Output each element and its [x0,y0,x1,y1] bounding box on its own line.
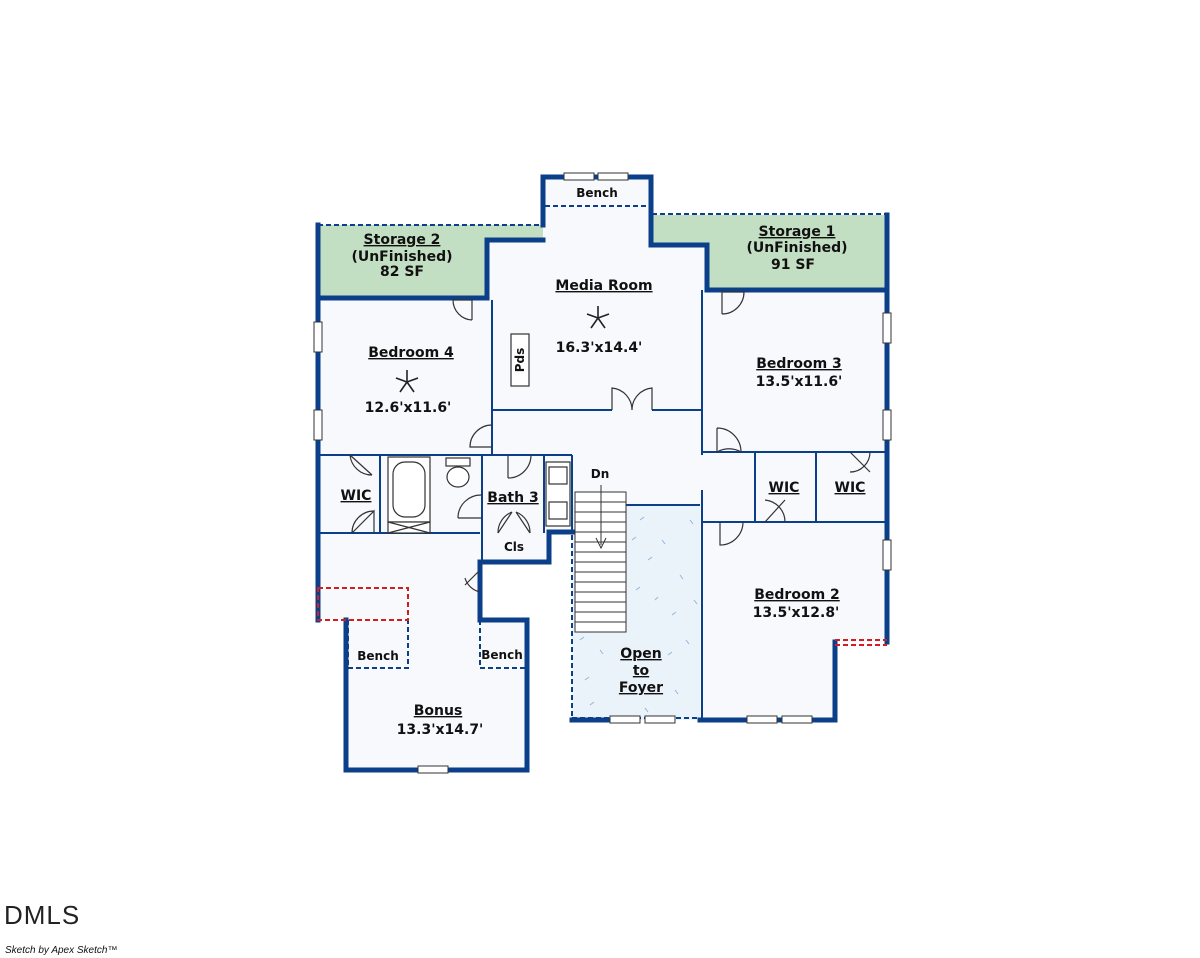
down-label: Dn [591,467,610,481]
windows [313,172,892,774]
bedroom-4-label: Bedroom 4 [368,345,454,361]
wic-mid-label: WIC [769,480,800,496]
media-room-dims: 16.3'x14.4' [556,340,643,356]
dashed-boundaries [317,205,887,719]
foyer-label-2: to [633,663,650,679]
toilet-bowl [446,466,470,488]
wic-right-label: WIC [835,480,866,496]
bedroom-3-label: Bedroom 3 [756,356,842,372]
sink-1 [548,466,568,485]
bench-top-label: Bench [576,186,617,200]
stairs [574,485,627,633]
sink-2 [548,501,568,520]
ceiling-fan-icon [395,370,419,393]
bonus-dims: 13.3'x14.7' [397,722,484,738]
bedroom-3-dims: 13.5'x11.6' [756,374,843,390]
pds-box [510,333,530,387]
foyer-label-3: Foyer [619,680,663,696]
ceiling-fan-icon [586,306,610,329]
storage-1-fill [652,215,887,290]
storage-2-note: (UnFinished) [351,249,452,265]
bath-3-label: Bath 3 [487,490,538,506]
bedroom-4-dims: 12.6'x11.6' [365,400,452,416]
toilet-tank [445,457,471,467]
media-room-label: Media Room [555,278,652,294]
pds-label: Pds [513,348,527,373]
upper-floor-fill [318,177,887,770]
brand-logo: DMLS [4,900,81,930]
foyer-label-1: Open [620,646,661,662]
bath-fixtures [387,456,571,534]
closet-label: Cls [504,540,524,554]
bonus-label: Bonus [414,703,463,719]
storage-1-label: Storage 1 [759,224,836,240]
storage-2-area: 82 SF [380,264,424,280]
bench-left-label: Bench [357,649,398,663]
storage-2-label: Storage 2 [364,232,441,248]
storage-1-note: (UnFinished) [746,240,847,256]
storage-1-area: 91 SF [771,257,815,273]
bedroom-2-dims: 13.5'x12.8' [753,605,840,621]
sketch-credit: Sketch by Apex Sketch™ [5,945,118,956]
foyer-texture [579,516,698,713]
doors [349,291,871,593]
bench-right-label: Bench [481,648,522,662]
bedroom-2-label: Bedroom 2 [754,587,840,603]
wic-left-label: WIC [341,488,372,504]
